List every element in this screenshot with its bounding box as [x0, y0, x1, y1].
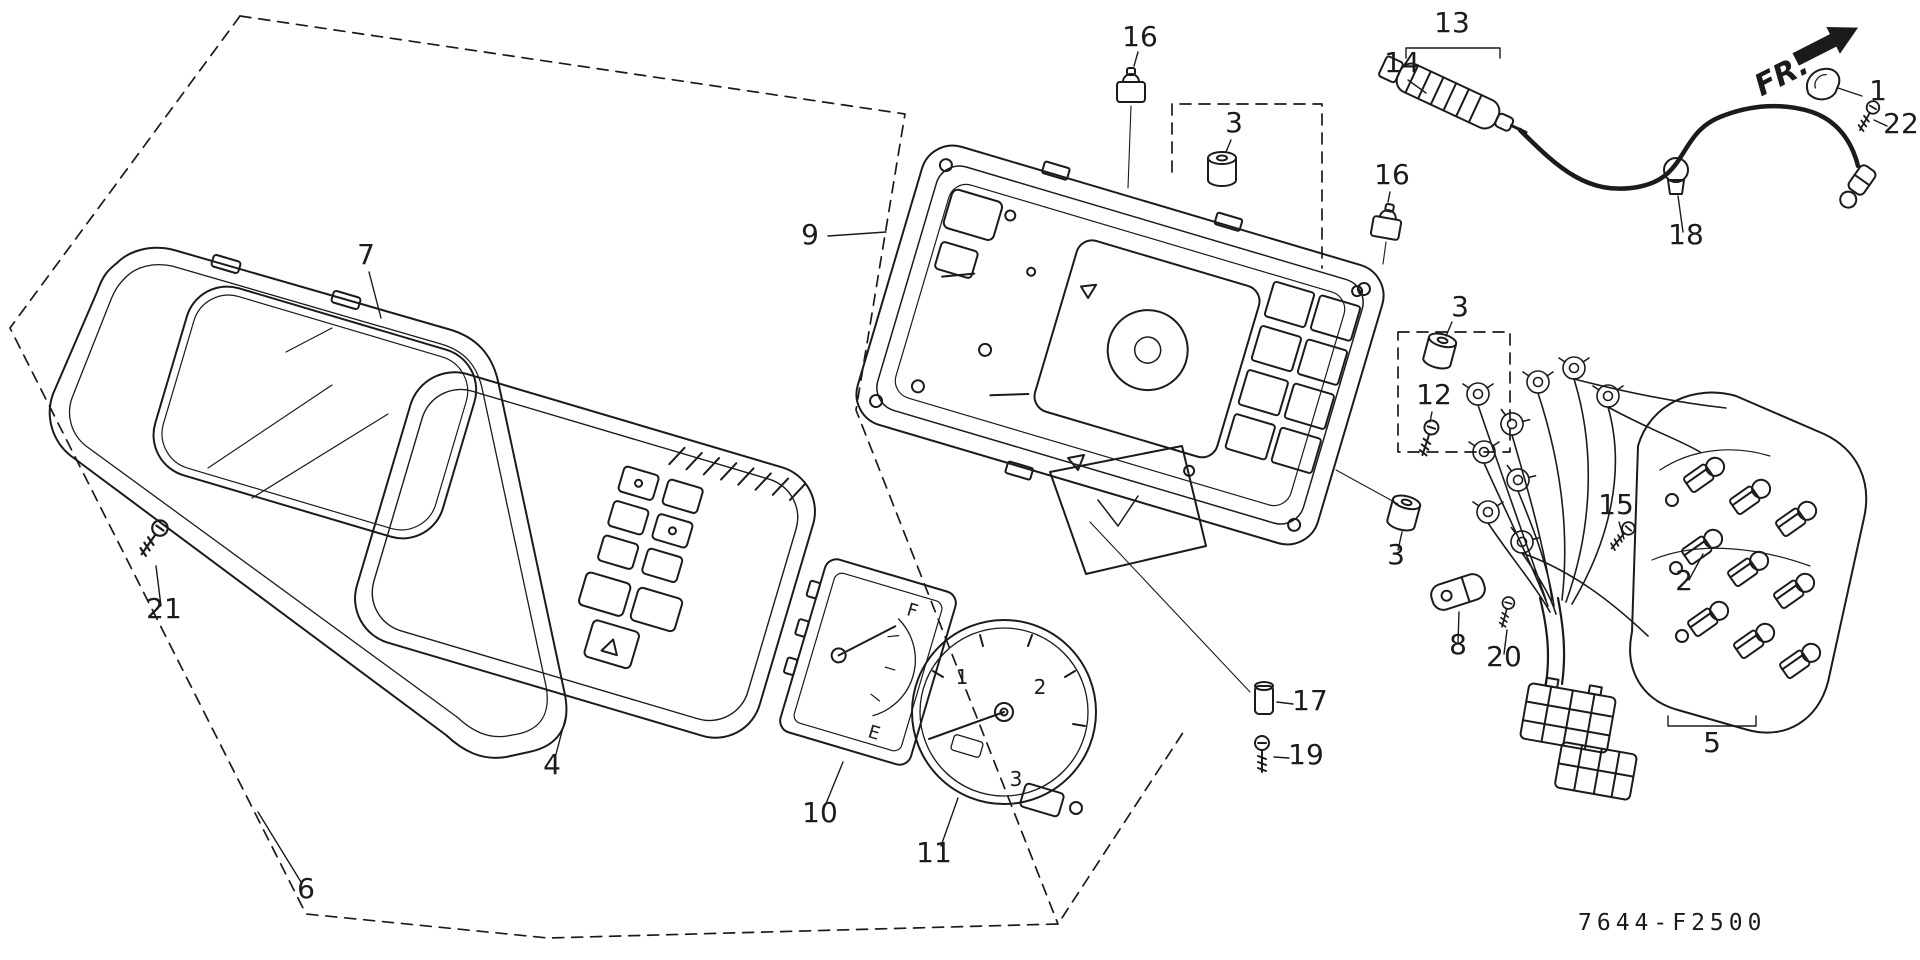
cable-clip-18 [1663, 157, 1689, 195]
diagram-code: 7644-F2500 [1578, 910, 1766, 936]
bulb [1727, 475, 1775, 517]
fuel-empty-mark: E [866, 721, 883, 744]
part-label-5: 5 [1703, 726, 1721, 759]
part-label-16a: 16 [1122, 20, 1158, 53]
fuel-full-mark: F [904, 599, 920, 622]
bulb [1773, 497, 1821, 539]
socket-3a [1207, 151, 1237, 187]
part-label-10: 10 [802, 796, 838, 829]
fr-arrow-icon [1792, 27, 1859, 66]
part-label-3a: 3 [1225, 106, 1243, 139]
part-label-14: 14 [1384, 46, 1420, 79]
part-labels: 1 2 3 3 3 4 5 6 7 8 9 10 11 12 13 14 15 … [146, 6, 1919, 905]
part-label-21: 21 [146, 592, 182, 625]
cable-end-fitting [1839, 164, 1877, 209]
leader-lines [155, 47, 1888, 883]
part-label-9: 9 [801, 218, 819, 251]
bulb [1725, 547, 1773, 589]
lamp-pod-8 [1430, 573, 1486, 611]
socket-3c [1384, 491, 1423, 535]
bulb [1731, 619, 1779, 661]
part-label-3b: 3 [1451, 290, 1469, 323]
construction-lines [9, 15, 1511, 939]
part-label-16b: 16 [1374, 158, 1410, 191]
meter-housing [855, 144, 1385, 546]
screw-20 [1495, 594, 1517, 630]
twist-socket [1472, 500, 1504, 524]
screw-19 [1254, 735, 1270, 773]
screw-15 [1605, 518, 1639, 554]
grommet-16b [1369, 200, 1405, 242]
part-label-12: 12 [1416, 378, 1452, 411]
bulb [1681, 453, 1729, 495]
twist-socket [1522, 370, 1554, 394]
wire-harness [1462, 356, 1727, 801]
part-label-8: 8 [1449, 628, 1467, 661]
twist-socket [1462, 382, 1494, 406]
visor-assembly [48, 246, 568, 759]
twist-socket [1592, 384, 1624, 408]
part-label-6: 6 [297, 872, 315, 905]
part-label-7: 7 [357, 238, 375, 271]
part-label-17: 17 [1292, 684, 1328, 717]
part-label-13: 13 [1434, 6, 1470, 39]
grommet-16a [1116, 67, 1146, 103]
housing-bracket [1049, 445, 1207, 575]
dial-mark-3: 3 [1010, 767, 1023, 791]
part-label-2: 2 [1675, 564, 1693, 597]
part-label-3c: 3 [1387, 538, 1405, 571]
cushion-17 [1254, 681, 1274, 715]
dial-mark-2: 2 [1034, 675, 1047, 699]
clip-1 [1806, 67, 1841, 101]
twist-socket [1558, 356, 1590, 380]
part-label-1: 1 [1869, 74, 1887, 107]
part-label-22: 22 [1883, 107, 1919, 140]
bulb [1679, 525, 1727, 567]
part-label-11: 11 [916, 836, 952, 869]
bulb [1685, 597, 1733, 639]
part-label-15: 15 [1598, 488, 1634, 521]
part-label-19: 19 [1288, 738, 1324, 771]
part-label-4: 4 [543, 748, 561, 781]
bulb [1777, 639, 1825, 681]
fuel-gauge: F E [779, 558, 957, 766]
bulb-panel [1605, 391, 1868, 734]
part-label-18: 18 [1668, 218, 1704, 251]
dial-mark-1: 1 [956, 665, 969, 689]
meter-case [354, 371, 816, 739]
speedometer-cable [1378, 55, 1883, 209]
round-gauge: 1 2 3 [911, 619, 1097, 818]
socket-3b [1420, 329, 1459, 373]
screw-21 [134, 516, 172, 560]
bulb [1771, 569, 1819, 611]
part-label-20: 20 [1486, 640, 1522, 673]
